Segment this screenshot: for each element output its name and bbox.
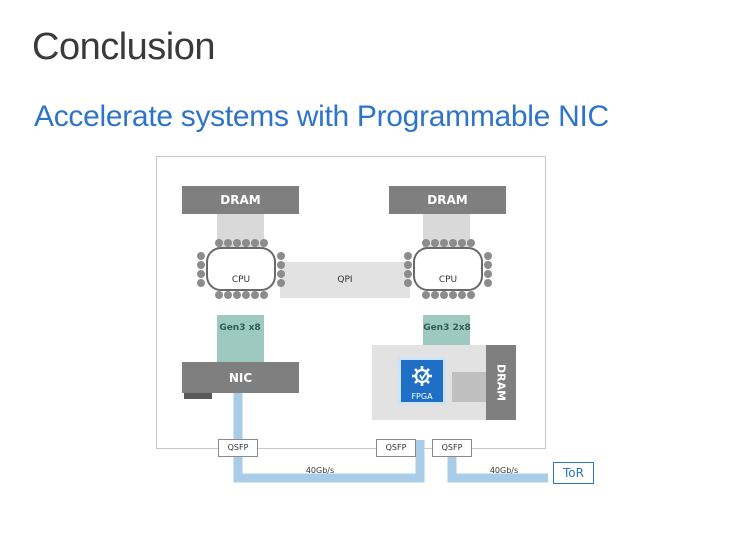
cpu-pin [277,252,285,260]
nic-box: NIC [182,362,299,393]
tor-box: ToR [553,462,594,484]
cpu-pin [277,270,285,278]
cpu-pin [260,239,268,247]
cpu-right-label: CPU [438,275,458,285]
cpu-left-chip [197,239,285,299]
cpu-pin [260,291,268,299]
qsfp-right [432,439,472,457]
server-frame [156,156,546,449]
pcie-right [423,315,470,345]
cpu-pin [422,239,430,247]
cpu-pin [467,291,475,299]
cpu-pin [431,239,439,247]
cpu-pin [458,239,466,247]
cpu-pin [449,291,457,299]
fpga-dram-label: DRAM [494,363,508,402]
dram-left: DRAM [182,186,299,214]
cpu-pin [440,239,448,247]
cpu-pin [242,291,250,299]
cpu-pin [251,291,259,299]
cpu-pin [431,291,439,299]
qsfp-left-label: QSFP [227,443,249,452]
fpga-label: FPGA [411,392,433,401]
cpu-pin [458,291,466,299]
link-left [233,393,425,483]
pcie-left [217,315,264,362]
dram-right: DRAM [389,186,506,214]
slide-subtitle: Accelerate systems with Programmable NIC [34,100,609,133]
cpu-pin [233,239,241,247]
cpu-pin [277,261,285,269]
cpu-body [413,247,483,291]
cpu-left-label: CPU [231,275,251,285]
fpga-dram [486,345,516,420]
cpu-pin [467,239,475,247]
cpu-pin [484,279,492,287]
cpu-pin [233,291,241,299]
cpu-pin [215,291,223,299]
link-left-label: 40Gb/s [305,466,335,475]
cpu-pin [251,239,259,247]
cpu-pin [404,279,412,287]
cpu-pin [197,279,205,287]
nic-tab-1 [184,393,212,399]
cpu-pin [440,291,448,299]
cpu-pin [484,270,492,278]
cpu-pin [404,261,412,269]
cpu-pin [484,252,492,260]
qsfp-mid [376,439,416,457]
cpu-pin [404,270,412,278]
qsfp-right-label: QSFP [441,443,463,452]
cpu-pin [484,261,492,269]
cpu-pin [242,239,250,247]
cpu-pin [224,239,232,247]
gear-icon [412,366,432,386]
cpu-right-chip [404,239,492,299]
cpu-pin [197,252,205,260]
cpu-pin [404,252,412,260]
qpi-label: QPI [337,275,353,285]
link-right-label: 40Gb/s [489,466,519,475]
qsfp-mid-label: QSFP [385,443,407,452]
cpu-pin [197,261,205,269]
cpu-pin [277,279,285,287]
cpu-pin [449,239,457,247]
qpi-bar [280,262,410,298]
cpu-pin [224,291,232,299]
cpu-body [206,247,276,291]
slide-title: Conclusion [32,26,216,68]
gen-right-label: Gen3 2x8 [423,323,471,333]
cpu-pin [197,270,205,278]
qsfp-left [218,439,258,457]
cpu-pin [215,239,223,247]
gen-left-label: Gen3 x8 [219,323,261,333]
cpu-pin [422,291,430,299]
